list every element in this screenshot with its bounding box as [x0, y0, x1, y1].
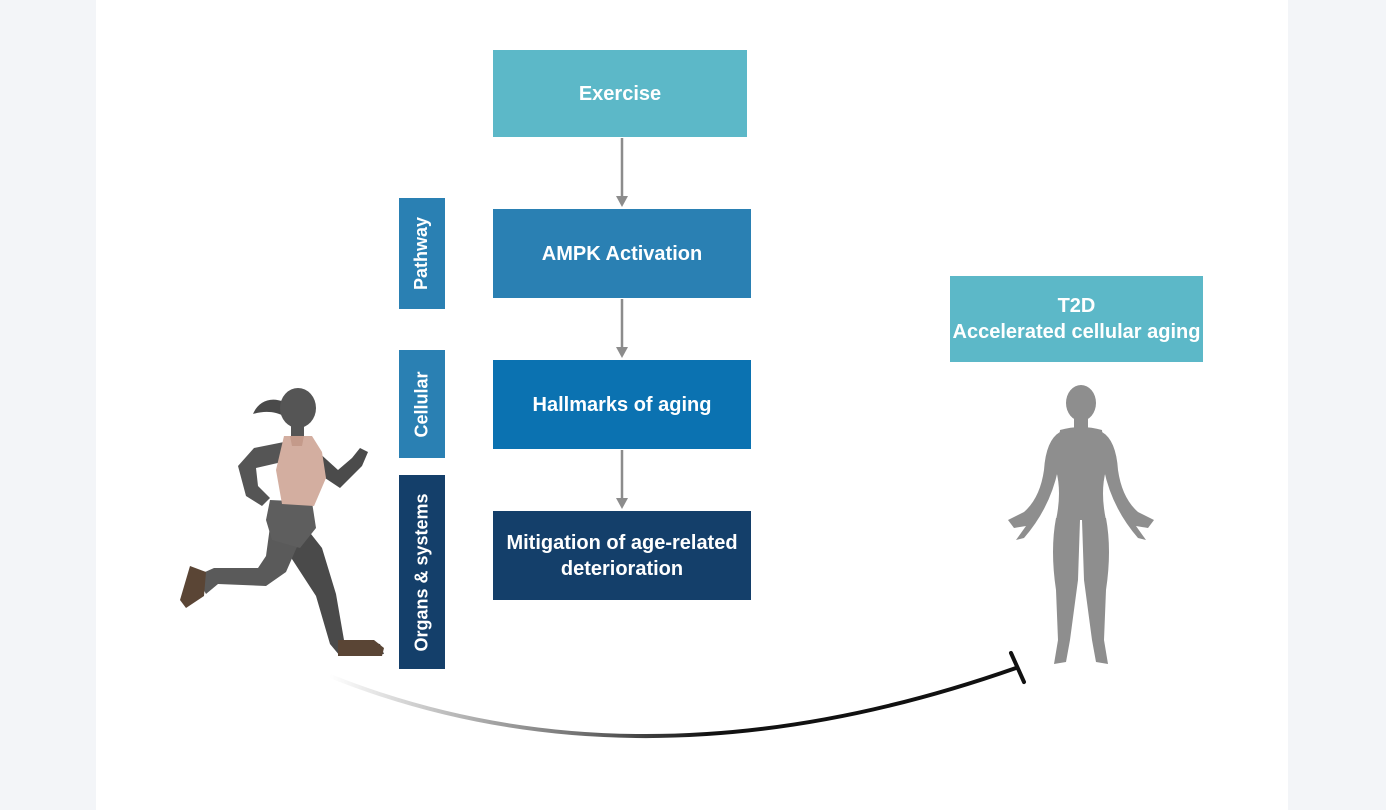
level-tag-organs-systems: Organs & systems [399, 475, 445, 669]
box-exercise: Exercise [493, 50, 747, 137]
box-mitigation: Mitigation of age-related deterioration [493, 511, 751, 600]
box-t2d-title: T2D [1057, 295, 1096, 317]
arrow-ampk-to-hallmarks [616, 299, 628, 358]
arrow-hallmarks-to-mitigation [616, 450, 628, 509]
box-mitigation-label: Mitigation of age-related deterioration [506, 531, 738, 580]
level-tag-pathway: Pathway [399, 198, 445, 309]
inhibition-arc [328, 651, 1026, 739]
arrow-exercise-to-ampk [616, 138, 628, 207]
level-label-organs-systems: Organs & systems [411, 492, 432, 652]
box-hallmarks-of-aging: Hallmarks of aging [493, 360, 751, 449]
box-ampk-activation: AMPK Activation [493, 209, 751, 298]
level-label-pathway: Pathway [411, 216, 432, 291]
level-label-cellular: Cellular [411, 370, 432, 438]
box-hallmarks-label: Hallmarks of aging [532, 393, 712, 416]
runner-silhouette-icon [180, 388, 384, 656]
box-t2d-subtitle: Accelerated cellular aging [952, 321, 1201, 343]
level-tag-cellular: Cellular [399, 350, 445, 458]
box-exercise-label: Exercise [578, 82, 662, 105]
box-ampk-label: AMPK Activation [541, 242, 703, 265]
box-t2d: T2D Accelerated cellular aging [950, 276, 1203, 362]
human-body-silhouette-icon [1008, 385, 1154, 664]
